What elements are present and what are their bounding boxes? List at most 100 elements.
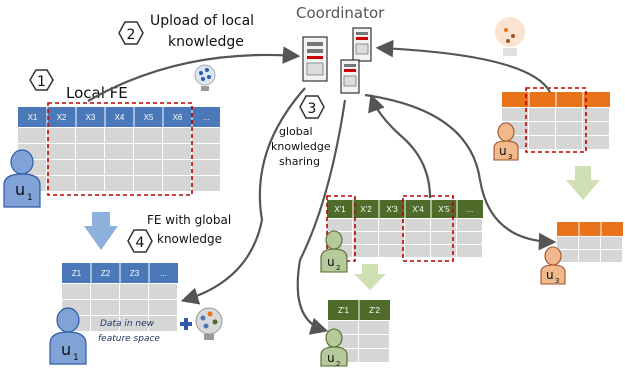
person-icon-u2-bottom: u 2 [320,328,348,368]
table-cell [405,219,430,231]
table-cell [579,250,600,262]
table-cell [163,128,191,143]
table-cell [134,128,162,143]
upload-label-line2: knowledge [168,34,244,50]
svg-text:3: 3 [308,101,317,117]
svg-text:4: 4 [136,235,145,251]
table-cell [405,245,430,257]
svg-text:3: 3 [555,277,559,285]
svg-text:1: 1 [73,353,79,363]
table-cell [76,160,104,175]
table-cell [557,250,578,262]
down-arrow-green-right [566,166,600,200]
table-cell [134,160,162,175]
table-cell [583,136,609,149]
table-cell [353,219,378,231]
table-cell [601,237,622,249]
column-header: X5 [144,113,154,122]
person-icon-u3: u 3 [493,122,519,161]
table-cell [192,160,220,175]
table-cell [91,300,119,315]
table-cell [529,108,555,121]
column-header: X1 [28,113,38,122]
table-cell [47,176,75,191]
person-icon-u1: u 1 [3,149,41,208]
svg-text:3: 3 [508,153,512,161]
column-header: X3 [86,113,96,122]
table-cell [359,349,389,362]
table-cell [192,176,220,191]
svg-text:u: u [327,255,335,269]
person-icon-u2: u 2 [320,230,348,273]
table-u3-new [557,222,623,262]
table-cell [556,122,582,135]
neural-net-icon [195,307,223,340]
table-cell [134,176,162,191]
dashed-selection [402,195,454,262]
table-cell [431,232,456,244]
column-header: X4 [115,113,125,122]
table-cell [163,144,191,159]
global-sharing-line3: sharing [279,155,320,168]
table-cell [76,128,104,143]
svg-text:2: 2 [336,264,340,272]
data-new-space-line2: feature space [98,334,160,344]
person-icon-u3-bottom: u 3 [540,246,566,285]
plus-icon [180,318,192,330]
table-cell [379,245,404,257]
lightbulb-icon-orange [495,17,525,56]
table-cell [76,144,104,159]
column-header: Z1 [72,269,82,278]
svg-text:u: u [499,144,507,158]
table-cell [91,284,119,299]
column-header: X'2 [360,205,372,214]
table-cell [601,250,622,262]
svg-text:2: 2 [127,27,136,43]
table-cell [149,300,177,315]
table-cell [457,232,482,244]
column-header: X'1 [334,205,346,214]
table-cell [556,136,582,149]
table-cell [457,219,482,231]
table-cell [583,108,609,121]
table-cell [76,176,104,191]
fe-global-line2: knowledge [157,232,222,246]
column-header: Z'1 [338,306,349,315]
table-cell [47,128,75,143]
data-new-space-line1: Data in new [100,319,155,329]
table-cell [105,128,133,143]
table-cell [405,232,430,244]
table-cell [353,245,378,257]
connector-arrows [87,39,557,335]
table-cell [379,219,404,231]
step-badge-3: 3 [299,95,325,119]
column-header: X6 [173,113,183,122]
table-cell [134,144,162,159]
table-cell [353,232,378,244]
local-fe-label: Local FE [66,84,128,102]
table-cell [529,136,555,149]
table-cell [579,237,600,249]
table-cell [62,284,90,299]
table-cell [105,176,133,191]
table-cell [359,335,389,348]
table-cell [431,219,456,231]
table-cell [120,300,148,315]
table-cell [557,237,578,249]
table-cell [149,284,177,299]
column-header: ... [467,205,474,214]
upload-label-line1: Upload of local [150,13,254,29]
table-cell [192,144,220,159]
svg-text:u: u [327,351,335,365]
table-cell [91,316,119,331]
column-header: X'5 [438,205,450,214]
table-cell [457,245,482,257]
down-arrow-blue [84,212,118,250]
table-cell [105,160,133,175]
person-icon-u1-bottom: u 1 [49,307,87,365]
step-badge-2: 2 [118,21,144,45]
dashed-selection [525,87,587,153]
